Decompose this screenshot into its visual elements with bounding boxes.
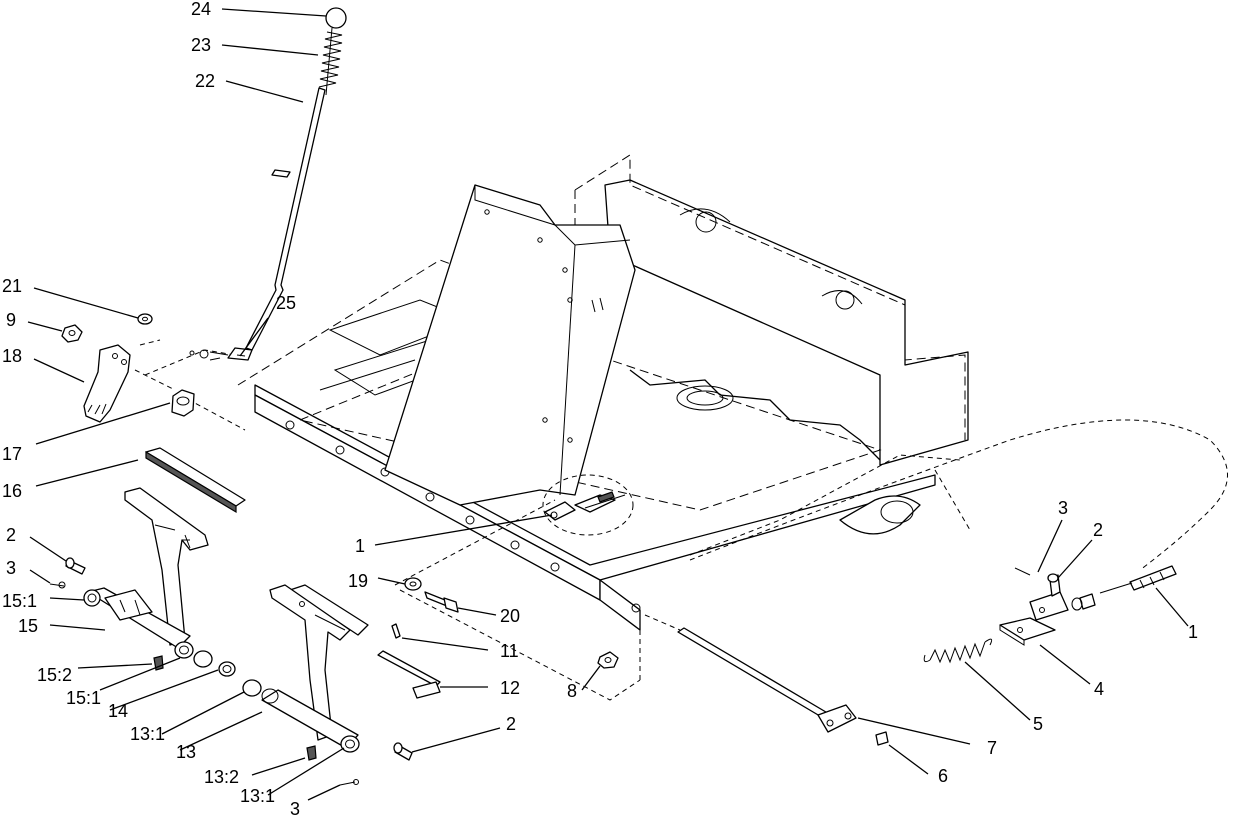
callout-1: 1: [355, 536, 365, 556]
spring-part-5: [929, 641, 986, 664]
traction-pedal-assembly: [261, 584, 413, 786]
callout-24: 24: [191, 0, 211, 19]
callout-1-right: 1: [1188, 622, 1198, 642]
callout-12: 12: [500, 678, 520, 698]
callout-3-right: 3: [1058, 498, 1068, 518]
callout-16: 16: [2, 481, 22, 501]
bolt-part-6: [875, 731, 889, 746]
callout-2-right: 2: [1093, 520, 1103, 540]
bracket-part-4: [999, 617, 1056, 641]
callout-17: 17: [2, 444, 22, 464]
callout-21: 21: [2, 276, 22, 296]
cable-end-assembly: [923, 565, 1177, 664]
callout-19: 19: [348, 571, 368, 591]
lever-hardware: [61, 313, 195, 423]
callout-13: 13: [176, 742, 196, 762]
bushing-part-17: [171, 389, 195, 417]
center-hardware: [377, 577, 619, 699]
nut-part-8: [597, 651, 619, 669]
callout-25: 25: [276, 293, 296, 313]
cable-part-1: [1129, 565, 1177, 591]
callout-2-lower: 2: [506, 714, 516, 734]
callout-20: 20: [500, 606, 520, 626]
callout-18: 18: [2, 346, 22, 366]
pedal-pad-part-16: [145, 447, 246, 507]
callout-13-1: 13:1: [130, 724, 165, 744]
leader-lines: [27, 8, 1189, 801]
callout-4: 4: [1094, 679, 1104, 699]
brake-pedal-assembly: [49, 447, 262, 697]
callout-8: 8: [567, 681, 577, 701]
callout-3-lower: 3: [290, 799, 300, 819]
washer-part-21: [137, 313, 153, 325]
callout-6: 6: [938, 766, 948, 786]
callout-9: 9: [6, 310, 16, 330]
shift-lever-assembly: [189, 7, 347, 361]
callout-5: 5: [1033, 714, 1043, 734]
tube-part-13: [261, 689, 359, 749]
cable-bracket-detail: [542, 474, 634, 536]
rod-part-11: [391, 623, 401, 639]
knob-part-24: [325, 7, 347, 29]
callout-14: 14: [108, 701, 128, 721]
callout-2: 2: [6, 525, 16, 545]
callout-7: 7: [987, 738, 997, 758]
callout-15-1-lower: 15:1: [66, 688, 101, 708]
callout-15-1: 15:1: [2, 591, 37, 611]
lever-part-18: [83, 344, 131, 423]
rod-part-12: [377, 650, 441, 687]
nut-part-9: [61, 324, 83, 343]
washer-part-19: [404, 577, 422, 591]
callout-labels: 24 23 22 25 21 9 18 17 16 2 3 15:1 15 15…: [2, 0, 1198, 819]
rod-part-7: [677, 627, 837, 723]
callout-23: 23: [191, 35, 211, 55]
callout-3: 3: [6, 558, 16, 578]
chassis-frame: [144, 154, 1228, 701]
callout-13-2: 13:2: [204, 767, 239, 787]
callout-15: 15: [18, 616, 38, 636]
callout-13-1-lower: 13:1: [240, 786, 275, 806]
control-rod: [644, 614, 889, 746]
callout-22: 22: [195, 71, 215, 91]
callout-11: 11: [500, 641, 519, 661]
callout-15-2: 15:2: [37, 665, 72, 685]
